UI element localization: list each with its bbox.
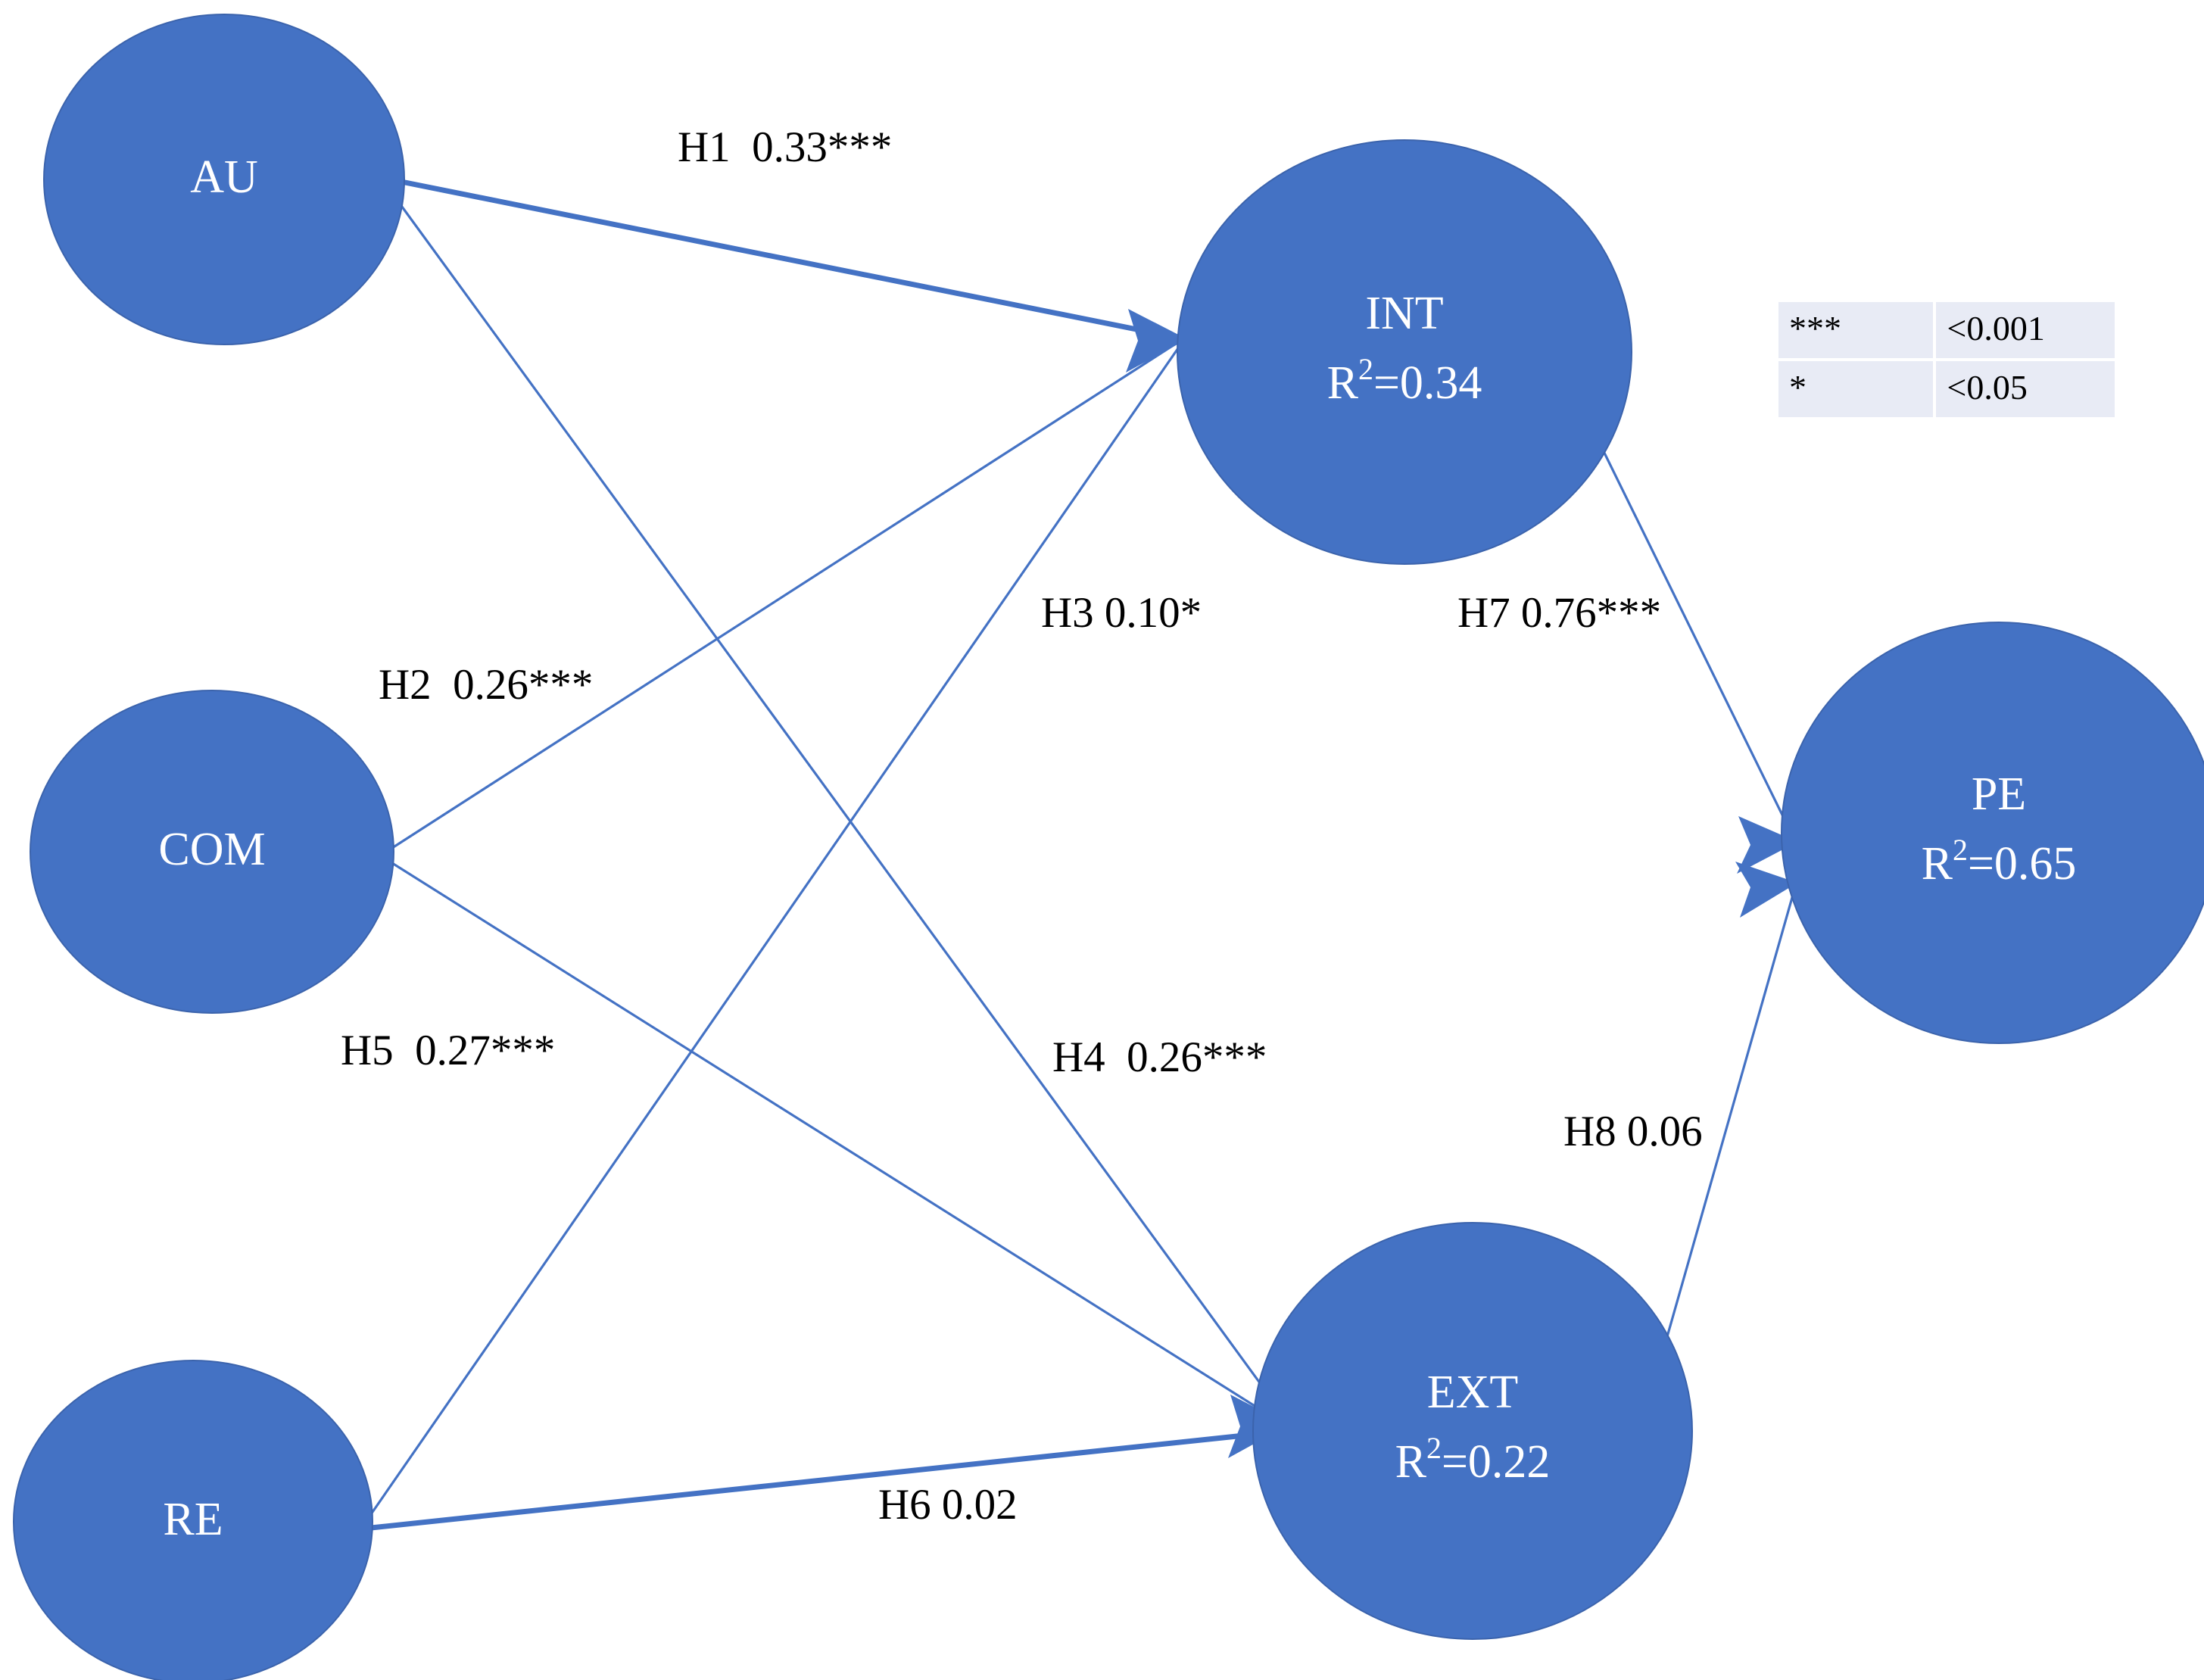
path-line-h3 <box>369 348 1180 1515</box>
node-ext-r2-superscript: 2 <box>1426 1431 1442 1465</box>
node-int-r2-prefix: R <box>1327 357 1359 409</box>
node-pe-r2-superscript: 2 <box>1953 833 1968 867</box>
node-int-r2-suffix: =0.34 <box>1373 357 1482 409</box>
node-pe-label: PE <box>1972 768 2026 820</box>
node-re[interactable]: RE <box>13 1360 373 1680</box>
node-au-shape[interactable] <box>43 14 405 345</box>
node-int-r2: R2=0.34 <box>1327 352 1482 409</box>
node-re-label: RE <box>163 1494 223 1545</box>
node-au[interactable]: AU <box>43 14 405 345</box>
legend-symbol: *** <box>1778 302 1934 358</box>
node-int[interactable]: INT R2=0.34 <box>1177 139 1632 565</box>
path-line-h1 <box>401 179 1186 342</box>
path-line-h8 <box>1660 884 1797 1356</box>
node-ext-r2-prefix: R <box>1395 1436 1427 1488</box>
path-line-h2 <box>391 341 1179 849</box>
node-pe-r2-suffix: =0.65 <box>1968 838 2076 890</box>
node-ext-r2: R2=0.22 <box>1395 1431 1551 1488</box>
path-label-h4: H4 0.26*** <box>1052 1033 1267 1081</box>
path-line-h7 <box>1600 446 1797 843</box>
legend-symbol: * <box>1778 361 1934 417</box>
significance-legend: *** <0.001 * <0.05 <box>1775 299 2118 420</box>
legend-pvalue: <0.05 <box>1936 361 2115 417</box>
path-labels: H1 0.33*** H2 0.26*** H3 0.10* H4 0.26**… <box>341 123 1703 1529</box>
node-ext-shape[interactable] <box>1252 1222 1693 1640</box>
legend-row: * <0.05 <box>1778 361 2115 417</box>
node-ext[interactable]: EXT R2=0.22 <box>1252 1222 1693 1640</box>
arrowhead-into-pe-from-ext <box>1735 862 1797 918</box>
path-label-h8: H8 0.06 <box>1563 1108 1703 1155</box>
node-ext-r2-suffix: =0.22 <box>1442 1436 1550 1488</box>
node-com[interactable]: COM <box>30 690 394 1014</box>
arrowhead-into-pe-from-int <box>1737 816 1797 874</box>
node-int-r2-superscript: 2 <box>1358 352 1373 386</box>
path-label-h2: H2 0.26*** <box>379 661 593 709</box>
node-ext-label: EXT <box>1427 1367 1519 1418</box>
path-line-h5 <box>391 862 1288 1428</box>
node-re-shape[interactable] <box>13 1360 373 1680</box>
node-pe-r2-prefix: R <box>1922 838 1953 890</box>
node-pe-r2: R2=0.65 <box>1922 833 2077 890</box>
node-pe[interactable]: PE R2=0.65 <box>1781 622 2204 1044</box>
legend-row: *** <0.001 <box>1778 302 2115 358</box>
node-com-shape[interactable] <box>30 690 394 1014</box>
path-lines <box>369 179 1797 1531</box>
node-pe-shape[interactable] <box>1781 622 2204 1044</box>
node-int-label: INT <box>1365 288 1443 339</box>
path-label-h7: H7 0.76*** <box>1457 589 1661 637</box>
node-au-label: AU <box>190 151 258 203</box>
path-label-h1: H1 0.33*** <box>678 123 892 171</box>
legend-pvalue: <0.001 <box>1936 302 2115 358</box>
arrowhead-into-int <box>1126 309 1187 372</box>
path-line-h4 <box>392 195 1289 1421</box>
node-int-shape[interactable] <box>1177 139 1632 565</box>
path-line-h6 <box>370 1428 1288 1531</box>
node-com-label: COM <box>158 824 265 875</box>
path-label-h5: H5 0.27*** <box>341 1027 555 1074</box>
path-label-h6: H6 0.02 <box>878 1481 1018 1529</box>
path-label-h3: H3 0.10* <box>1041 589 1202 637</box>
